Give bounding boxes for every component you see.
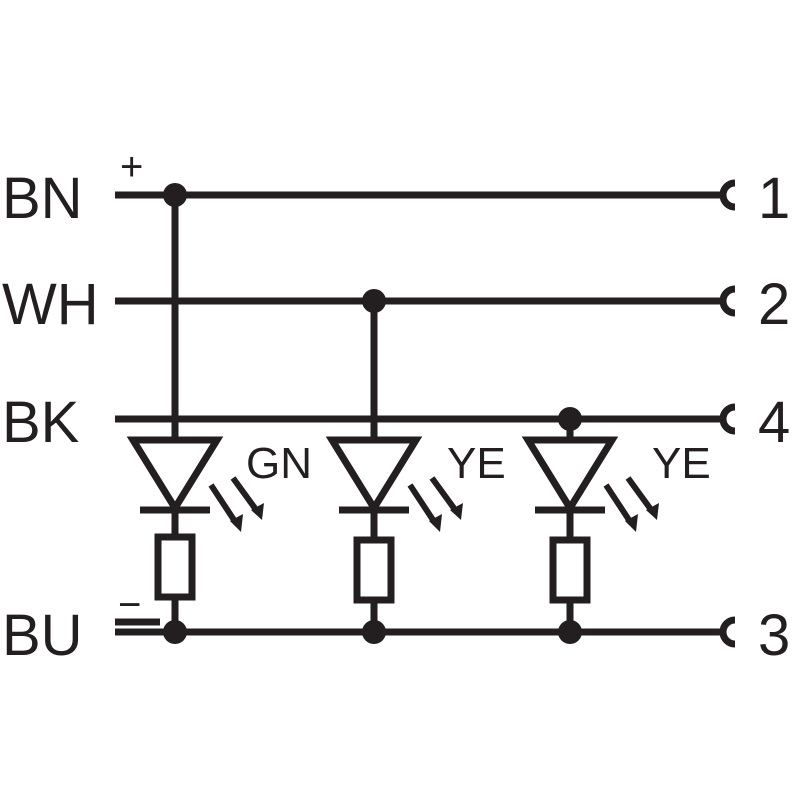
resistor-ye-1 — [353, 536, 395, 604]
polarity-plus: + — [120, 145, 143, 189]
wire-label-wh: WH — [2, 272, 99, 337]
light-arrows-icon — [208, 476, 264, 532]
resistor-ye-2 — [549, 536, 591, 604]
branch-ye-2 — [521, 407, 659, 644]
pin-label-3: 3 — [758, 603, 790, 668]
led-label-ye-2: YE — [652, 439, 711, 488]
led-label-gn: GN — [246, 439, 312, 488]
branch-ye-1 — [325, 289, 463, 644]
pin-socket-2 — [719, 285, 736, 317]
light-arrows-icon — [407, 476, 463, 532]
pin-label-4: 4 — [758, 390, 790, 455]
junction-dot — [362, 620, 386, 644]
wire-label-bk: BK — [2, 390, 80, 455]
pin-socket-1 — [719, 179, 736, 211]
junction-dot — [362, 289, 386, 313]
pin-socket-4 — [719, 403, 736, 435]
pin-label-2: 2 — [758, 272, 790, 337]
junction-dot — [558, 620, 582, 644]
junction-dot — [163, 620, 187, 644]
led-label-ye-1: YE — [447, 439, 506, 488]
pin-label-1: 1 — [758, 166, 790, 231]
led-ye-1-triangle — [325, 436, 423, 515]
wire-label-bn: BN — [2, 166, 83, 231]
pin-socket-3 — [719, 616, 736, 648]
junction-dot — [163, 183, 187, 207]
led-ye-2-triangle — [521, 436, 619, 515]
junction-dot — [558, 407, 582, 431]
wire-label-bu: BU — [2, 603, 83, 668]
resistor-gn — [154, 533, 196, 601]
polarity-minus: − — [118, 583, 141, 627]
branch-gn — [126, 183, 264, 644]
led-gn-triangle — [126, 436, 224, 515]
light-arrows-icon — [603, 476, 659, 532]
